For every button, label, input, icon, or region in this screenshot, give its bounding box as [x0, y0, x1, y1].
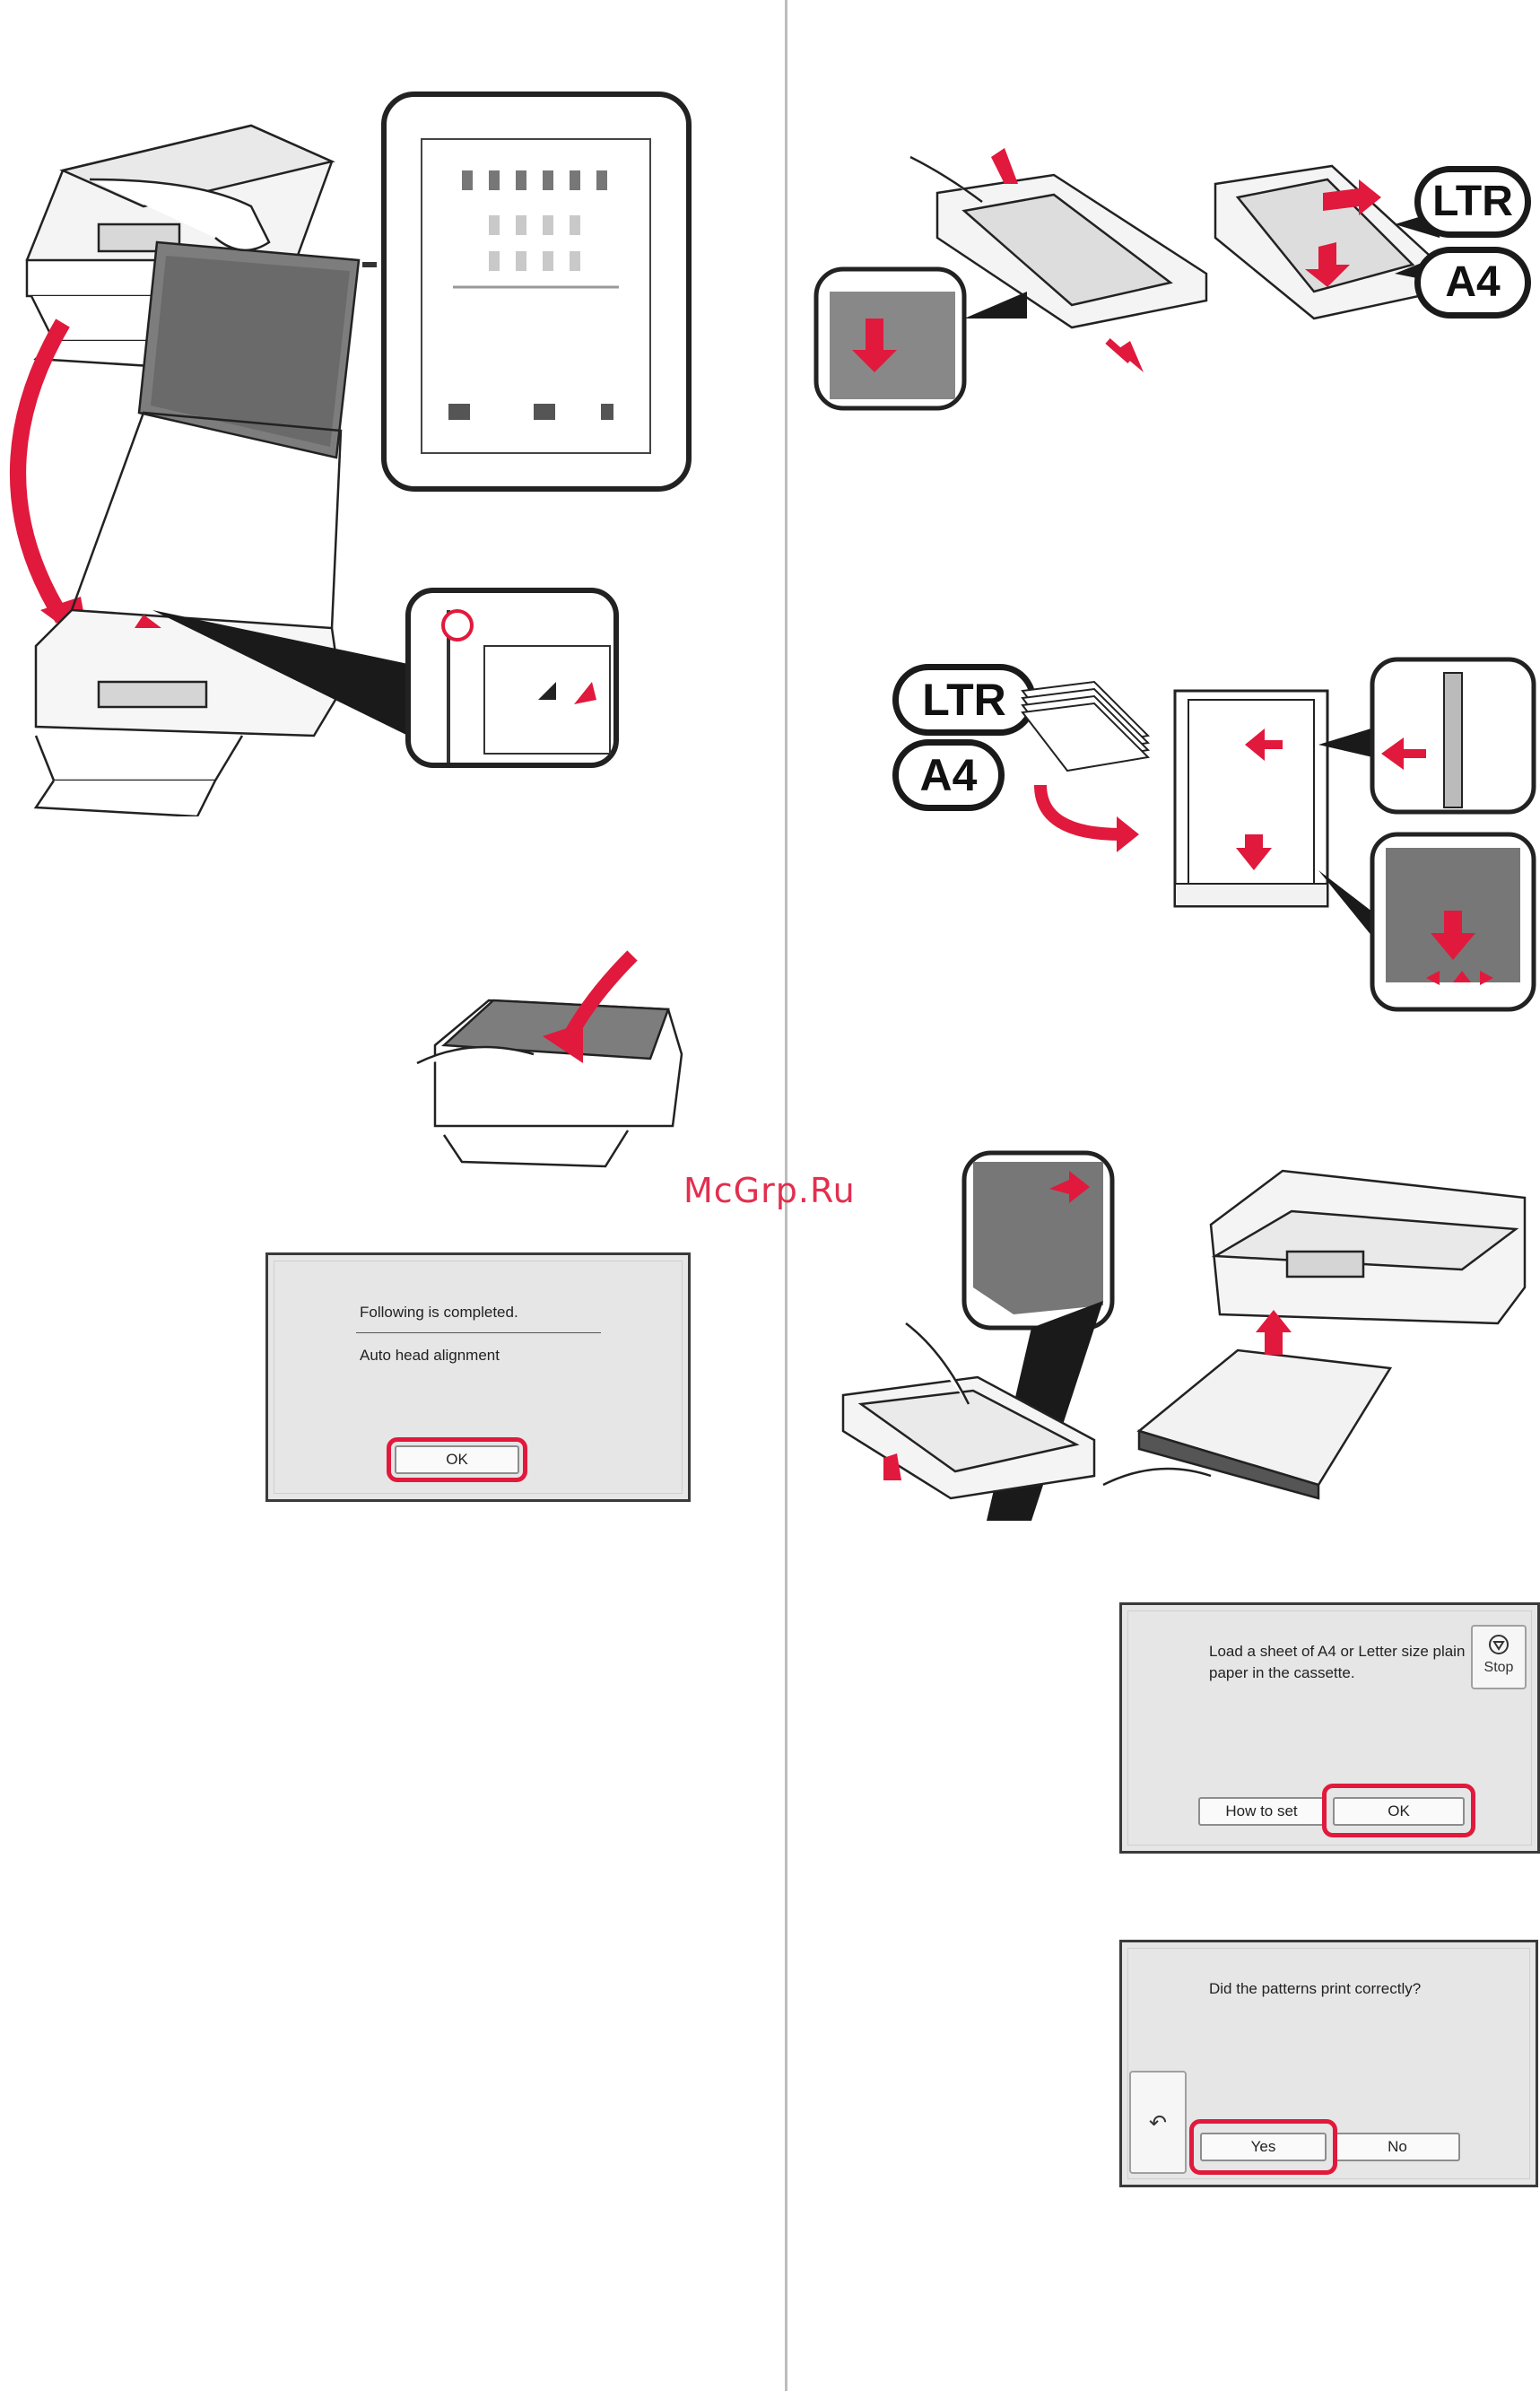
ltr-badge-top: LTR [1414, 166, 1531, 238]
stop-label: Stop [1473, 1660, 1525, 1676]
yes-highlight [1189, 2119, 1337, 2175]
separator-line [356, 1332, 601, 1333]
lcd-screen-load-paper: Load a sheet of A4 or Letter size plain … [1119, 1602, 1540, 1854]
no-button[interactable]: No [1335, 2133, 1460, 2161]
close-lid-illustration [408, 947, 695, 1171]
back-button[interactable]: ↶ [1129, 2071, 1187, 2174]
back-arrow-icon: ↶ [1149, 2111, 1167, 2135]
ok-highlight [387, 1437, 527, 1482]
watermark-text: McGrp.Ru [683, 1171, 856, 1210]
pattern-question: Did the patterns print correctly? [1209, 1978, 1421, 2000]
insert-cassette-illustration [834, 1144, 1534, 1521]
a4-badge-middle: A4 [892, 739, 1005, 811]
lcd-screen-pattern-check: Did the patterns print correctly? ↶ Yes … [1119, 1940, 1538, 2187]
ok-highlight [1322, 1784, 1475, 1837]
how-to-set-button[interactable]: How to set [1198, 1797, 1325, 1826]
stop-icon [1488, 1634, 1510, 1655]
auto-head-alignment-label: Auto head alignment [360, 1345, 500, 1366]
pattern-sheet-callout [384, 94, 689, 489]
stop-button[interactable]: Stop [1471, 1625, 1527, 1689]
completed-message: Following is completed. [360, 1302, 518, 1323]
lcd-screen-auto-head-alignment: Following is completed. Auto head alignm… [265, 1252, 691, 1502]
load-paper-message: Load a sheet of A4 or Letter size plain … [1209, 1641, 1478, 1684]
scan-alignment-sheet-illustration [0, 72, 709, 816]
hand-illustration [1103, 1469, 1211, 1485]
paper-loading-illustration [1005, 655, 1540, 1014]
corner-mark-callout [408, 590, 616, 765]
curved-arrow-red [18, 323, 63, 619]
a4-badge-top: A4 [1414, 247, 1531, 319]
